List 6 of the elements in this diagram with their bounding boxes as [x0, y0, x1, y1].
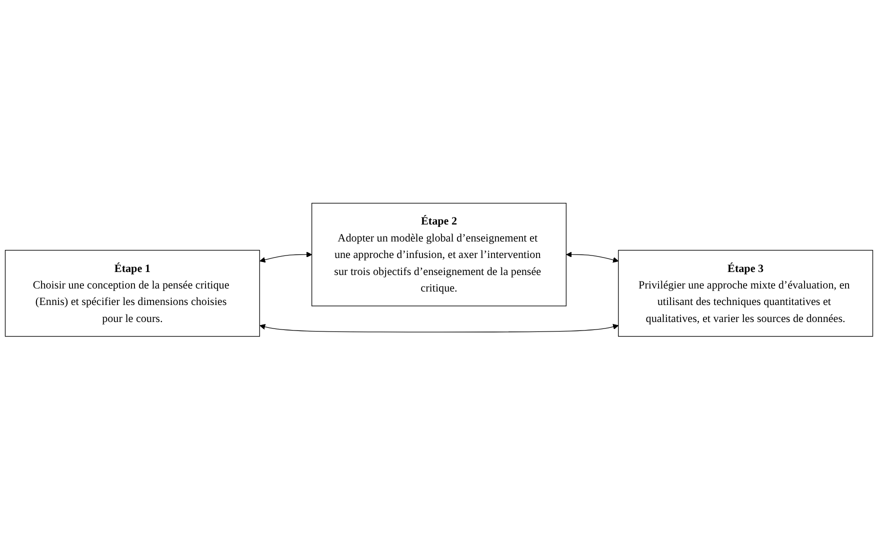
arrow	[260, 251, 312, 262]
node-box: Étape 2 Adopter un modèle global d’enseignement et une approche d’infusion, et axer l’intervention sur trois objectifs d’enseignement de la pensée critique.	[311, 202, 567, 306]
node-box: Étape 3 Privilégier une approche mixte d’évaluation, en utilisant des techniques quantitatives et qualitatives, et varier les sources de données.	[618, 250, 874, 336]
arrow	[260, 324, 619, 332]
node-box: Étape 1 Choisir une conception de la pensée critique (Ennis) et spécifier les dimensions choisies pour le cours.	[4, 250, 260, 336]
arrow	[566, 251, 619, 262]
